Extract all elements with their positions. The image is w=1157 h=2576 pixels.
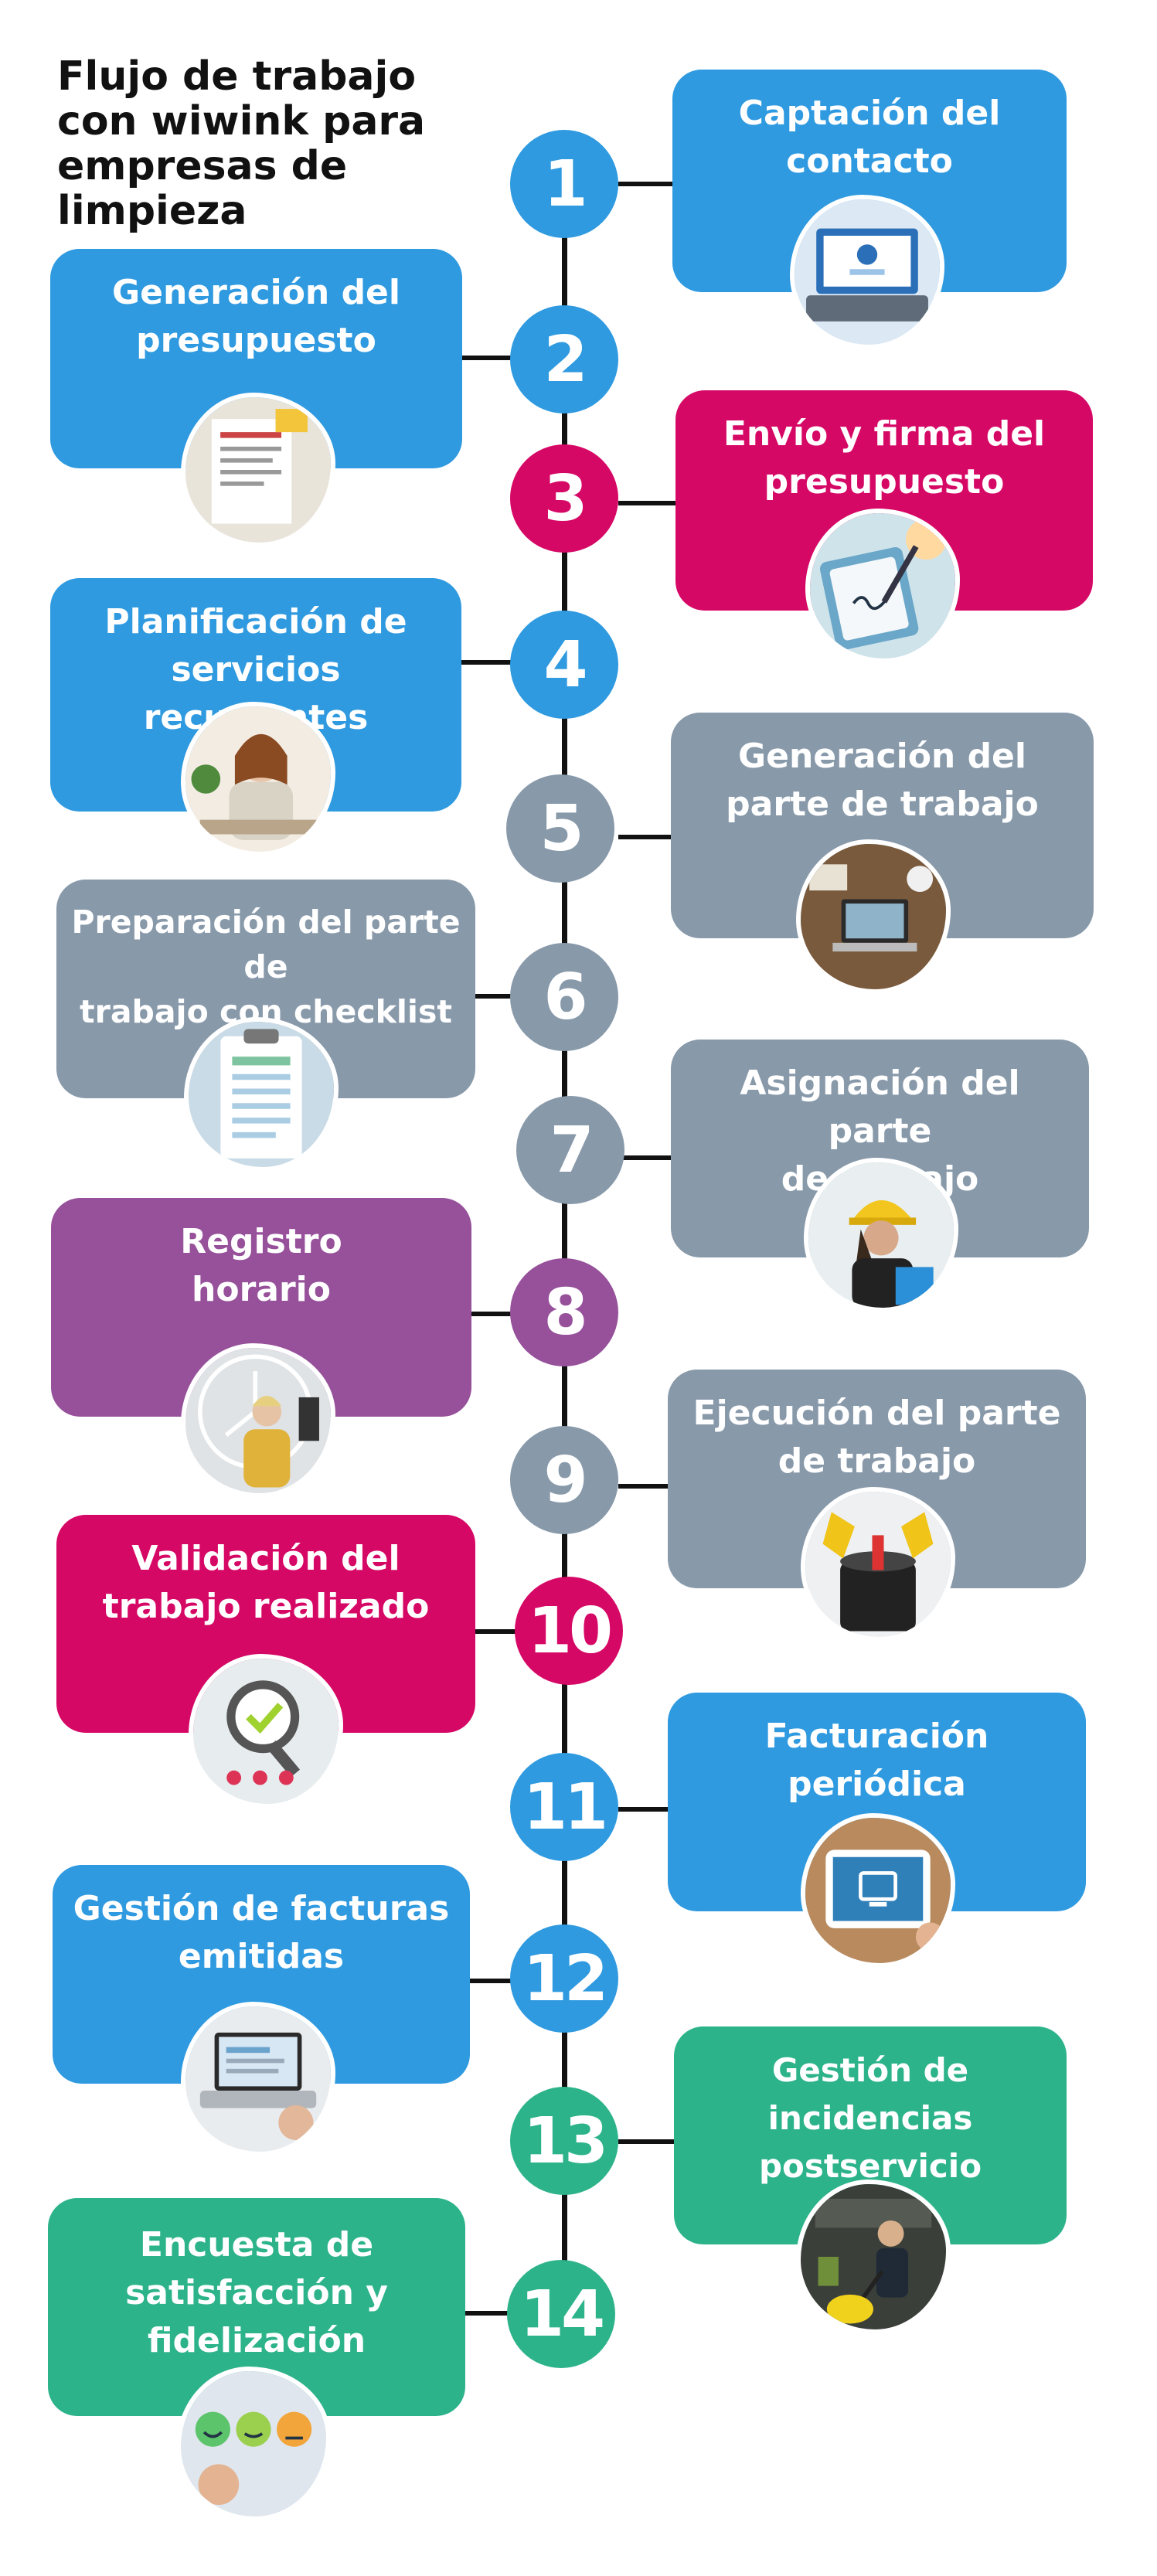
tablet-invoice-photo — [801, 1813, 955, 1968]
step-card-8: Registro horario — [51, 1198, 471, 1417]
clock-worker-photo — [181, 1343, 335, 1498]
connector — [473, 1629, 521, 1634]
step-label: Gestión de facturas emitidas — [73, 1889, 450, 1976]
step-label: Captación del contacto — [738, 94, 1001, 181]
connector — [618, 1807, 669, 1812]
connector — [618, 2139, 675, 2144]
step-label: Facturación periódica — [764, 1717, 989, 1804]
page-title: Flujo de trabajo con wiwink para empresa… — [57, 53, 426, 234]
checklist-clipboard-photo — [184, 1017, 339, 1172]
step-label: Validación del trabajo realizado — [102, 1539, 430, 1626]
step-number-7: 7 — [516, 1096, 624, 1204]
connector — [461, 660, 515, 665]
step-number-5: 5 — [506, 774, 614, 883]
step-card-7: Asignación del parte de trabajo — [671, 1040, 1089, 1257]
magnifier-check-photo — [189, 1654, 343, 1809]
step-card-12: Gestión de facturas emitidas — [53, 1865, 470, 2084]
connector — [473, 994, 516, 999]
step-number-3: 3 — [510, 444, 618, 553]
step-number-10: 10 — [515, 1577, 623, 1685]
step-number-14: 14 — [507, 2260, 615, 2368]
step-label: Envío y firma del presupuesto — [723, 414, 1046, 502]
desk-laptop-photo — [796, 839, 951, 994]
step-number-1: 1 — [510, 130, 618, 238]
step-label: Generación del parte de trabajo — [726, 737, 1039, 824]
step-number-9: 9 — [510, 1426, 618, 1534]
vacuum-cleaning-photo — [796, 2180, 951, 2334]
tablet-signature-photo — [805, 509, 960, 663]
step-label: Ejecución del parte de trabajo — [692, 1393, 1061, 1481]
connector — [461, 356, 515, 360]
step-number-4: 4 — [510, 611, 618, 719]
worker-helmet-photo — [804, 1158, 958, 1312]
step-card-10: Validación del trabajo realizado — [56, 1515, 475, 1733]
connector — [464, 2311, 515, 2316]
connector — [618, 835, 672, 839]
connector — [470, 1312, 516, 1316]
connector — [618, 1484, 669, 1489]
budget-document-photo — [181, 393, 335, 547]
step-number-11: 11 — [510, 1753, 618, 1861]
contact-laptop-photo — [790, 195, 944, 349]
cleaning-bucket-photo — [801, 1487, 955, 1642]
connector — [618, 1155, 672, 1160]
step-number-2: 2 — [510, 305, 618, 413]
timeline-line — [562, 184, 567, 2309]
step-label: Registro horario — [180, 1222, 342, 1309]
planning-woman-photo — [181, 702, 335, 856]
connector — [618, 501, 677, 505]
step-label: Encuesta de satisfacción y fidelización — [125, 2225, 388, 2360]
step-number-12: 12 — [510, 1924, 618, 2033]
step-number-6: 6 — [510, 943, 618, 1051]
step-number-8: 8 — [510, 1258, 618, 1366]
step-label: Gestión de incidencias postservicio — [758, 2051, 982, 2185]
smiley-rating-photo — [176, 2367, 331, 2521]
laptop-invoices-photo — [181, 2002, 335, 2156]
step-label: Preparación del parte de trabajo con che… — [71, 903, 461, 1030]
connector — [618, 182, 674, 186]
step-number-13: 13 — [510, 2087, 618, 2195]
step-card-6: Preparación del parte de trabajo con che… — [56, 880, 475, 1098]
step-label: Generación del presupuesto — [112, 273, 400, 360]
connector — [468, 1979, 516, 1983]
